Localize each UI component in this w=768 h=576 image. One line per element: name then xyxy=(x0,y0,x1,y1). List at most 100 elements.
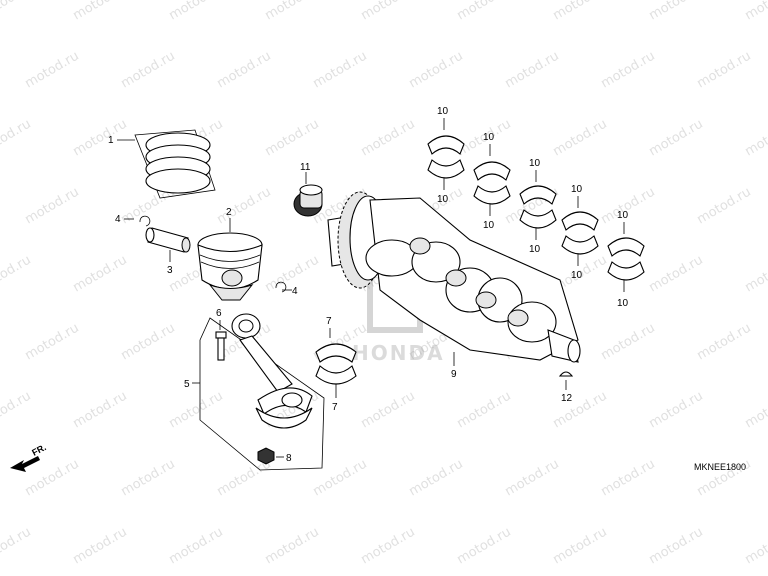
callout-main-bearing-4-bottom: 10 xyxy=(571,270,583,281)
callout-main-bearing-5-top: 10 xyxy=(617,210,629,221)
callout-rod-bolt: 6 xyxy=(216,308,222,319)
watermark-text: motod.ru xyxy=(23,321,82,364)
watermark-text: motod.ru xyxy=(359,0,418,23)
watermark-text: motod.ru xyxy=(695,321,754,364)
callout-crankshaft: 9 xyxy=(451,369,457,380)
rod-bolt[interactable] xyxy=(215,320,227,361)
watermark-text: motod.ru xyxy=(167,0,226,23)
rod-bearing-upper[interactable] xyxy=(315,328,357,363)
piston-pin[interactable] xyxy=(145,227,191,262)
watermark-text: motod.ru xyxy=(0,389,34,432)
main-bearing-4[interactable] xyxy=(561,196,599,266)
watermark-text: motod.ru xyxy=(263,525,322,568)
watermark-text: motod.ru xyxy=(599,185,658,228)
watermark-text: motod.ru xyxy=(0,253,34,296)
watermark-text: motod.ru xyxy=(119,321,178,364)
watermark-text: motod.ru xyxy=(167,389,226,432)
watermark-text: motod.ru xyxy=(647,525,706,568)
front-direction-arrow-icon xyxy=(10,456,40,472)
callout-connecting-rod: 5 xyxy=(184,379,190,390)
watermark-text: motod.ru xyxy=(359,525,418,568)
callout-main-bearing-3-top: 10 xyxy=(529,158,541,169)
watermark-text: motod.ru xyxy=(743,389,768,432)
rod-nut[interactable] xyxy=(257,447,284,465)
main-bearing-3[interactable] xyxy=(519,170,557,240)
callout-main-bearing-5-bottom: 10 xyxy=(617,298,629,309)
callout-main-bearing-2-bottom: 10 xyxy=(483,220,495,231)
callout-clip-right: 4 xyxy=(292,286,298,297)
piston-pin-clip-right[interactable] xyxy=(275,281,292,293)
watermark-text: motod.ru xyxy=(647,253,706,296)
callout-rod-nut: 8 xyxy=(286,453,292,464)
watermark-text: motod.ru xyxy=(551,525,610,568)
main-bearing-5[interactable] xyxy=(607,222,645,292)
watermark-text: motod.ru xyxy=(119,49,178,92)
watermark-text: motod.ru xyxy=(695,49,754,92)
watermark-text: motod.ru xyxy=(599,457,658,500)
crank-gear[interactable] xyxy=(293,172,323,217)
callout-piston-pin: 3 xyxy=(167,265,173,276)
watermark-text: motod.ru xyxy=(743,253,768,296)
watermark-text: motod.ru xyxy=(0,0,34,23)
watermark-text: motod.ru xyxy=(119,457,178,500)
watermark-text: motod.ru xyxy=(647,0,706,23)
watermark-text: motod.ru xyxy=(407,457,466,500)
watermark-text: motod.ru xyxy=(455,525,514,568)
callout-piston-rings: 1 xyxy=(108,135,114,146)
watermark-text: motod.ru xyxy=(71,389,130,432)
watermark-text: motod.ru xyxy=(455,389,514,432)
honda-brand-text: HONDA xyxy=(352,341,445,365)
watermark-text: motod.ru xyxy=(0,525,34,568)
watermark-text: motod.ru xyxy=(311,49,370,92)
main-bearing-1[interactable] xyxy=(427,118,465,190)
watermark-text: motod.ru xyxy=(647,117,706,160)
callout-gear: 11 xyxy=(300,162,311,173)
watermark-text: motod.ru xyxy=(263,0,322,23)
watermark-text: motod.ru xyxy=(695,185,754,228)
woodruff-key[interactable] xyxy=(558,371,574,390)
watermark-text: motod.ru xyxy=(359,117,418,160)
watermark-text: motod.ru xyxy=(215,185,274,228)
watermark-text: motod.ru xyxy=(215,49,274,92)
watermark-text: motod.ru xyxy=(551,117,610,160)
watermark-text: motod.ru xyxy=(0,117,34,160)
watermark-text: motod.ru xyxy=(23,185,82,228)
watermark-text: motod.ru xyxy=(71,253,130,296)
watermark-text: motod.ru xyxy=(263,117,322,160)
watermark-text: motod.ru xyxy=(743,117,768,160)
crankshaft[interactable] xyxy=(327,191,581,366)
rod-cap[interactable] xyxy=(255,407,313,429)
diagram-code: MKNEE1800 xyxy=(694,462,746,472)
callout-piston: 2 xyxy=(226,207,232,218)
rod-bearing-lower[interactable] xyxy=(315,365,357,398)
watermark-text: motod.ru xyxy=(647,389,706,432)
watermark-text: motod.ru xyxy=(311,457,370,500)
watermark-text: motod.ru xyxy=(71,525,130,568)
callout-rod-bearing-bottom: 7 xyxy=(332,402,338,413)
watermark-text: motod.ru xyxy=(743,0,768,23)
callout-key: 12 xyxy=(561,393,573,404)
callout-main-bearing-1-bottom: 10 xyxy=(437,194,449,205)
watermark-text: motod.ru xyxy=(71,0,130,23)
watermark-text: motod.ru xyxy=(551,389,610,432)
watermark-text: motod.ru xyxy=(599,49,658,92)
piston[interactable] xyxy=(197,218,263,301)
watermark-text: motod.ru xyxy=(359,389,418,432)
callout-rod-bearing-top: 7 xyxy=(326,316,332,327)
watermark-text: motod.ru xyxy=(599,321,658,364)
piston-pin-clip-left[interactable] xyxy=(124,215,151,227)
callout-clip-left: 4 xyxy=(115,214,121,225)
callout-main-bearing-3-bottom: 10 xyxy=(529,244,541,255)
watermark-text: motod.ru xyxy=(407,49,466,92)
watermark-text: motod.ru xyxy=(551,0,610,23)
callout-main-bearing-4-top: 10 xyxy=(571,184,583,195)
main-bearing-2[interactable] xyxy=(473,144,511,216)
piston-rings[interactable] xyxy=(117,129,216,199)
connecting-rod-assembly[interactable] xyxy=(192,313,325,471)
watermark-text: motod.ru xyxy=(167,525,226,568)
watermark-text: motod.ru xyxy=(71,117,130,160)
watermark-text: motod.ru xyxy=(743,525,768,568)
watermark-text: motod.ru xyxy=(23,49,82,92)
watermark-text: motod.ru xyxy=(455,0,514,23)
